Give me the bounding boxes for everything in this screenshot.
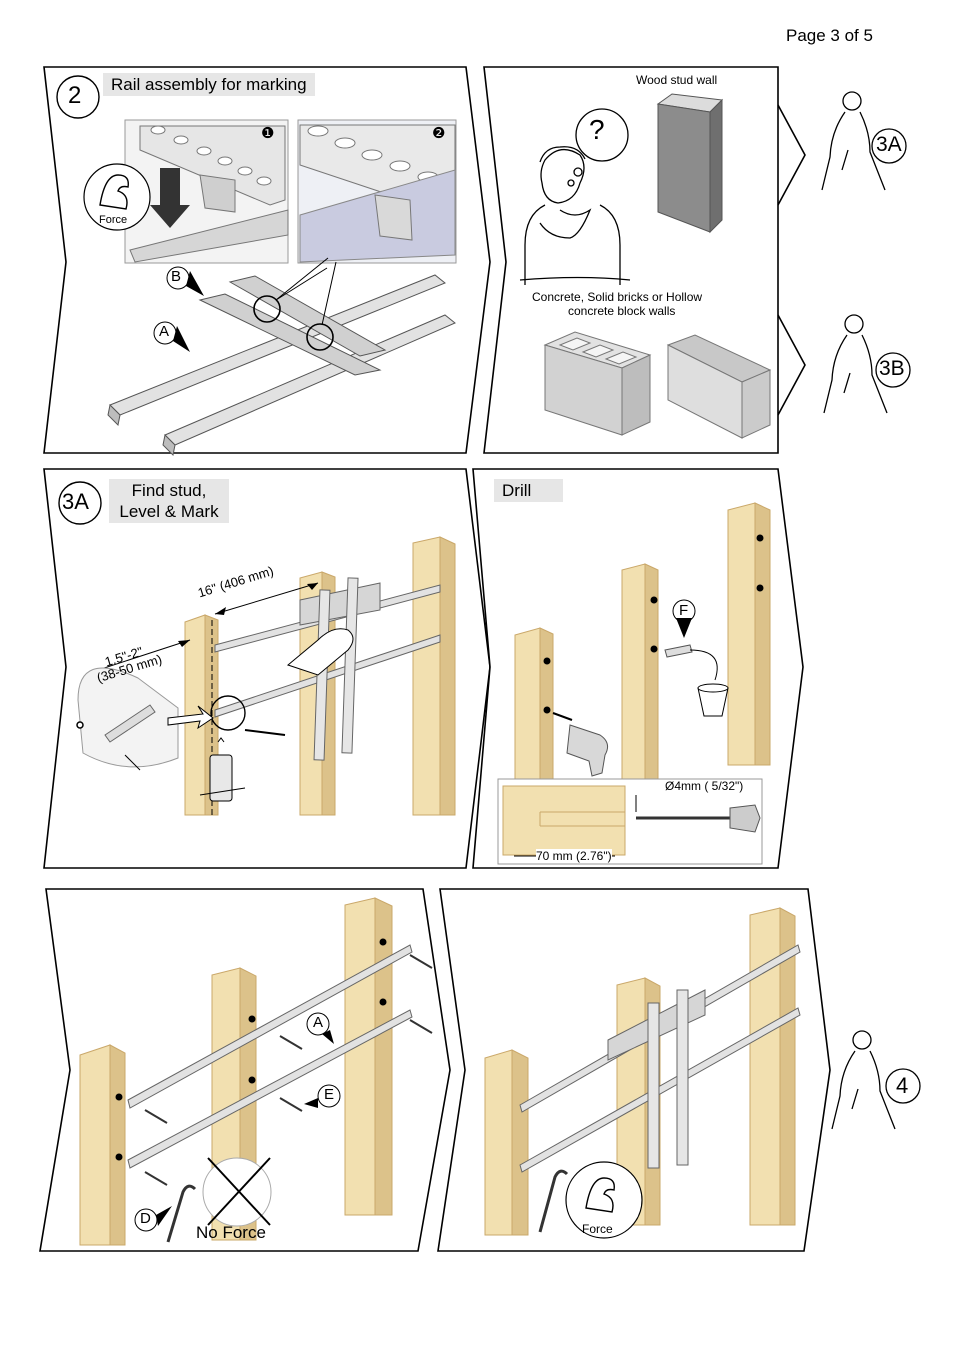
step3a-title-line2: Level & Mark <box>119 502 219 521</box>
detail1-marker: ❶ <box>261 125 275 142</box>
callout-a-rails: A <box>313 1014 324 1031</box>
callout-d: D <box>140 1210 151 1227</box>
rails-attach-drawing <box>519 944 801 1173</box>
dimension-stud-spacing: 16" (406 mm) <box>196 563 276 601</box>
step2-number: 2 <box>68 82 82 109</box>
drill-title: Drill <box>494 479 563 502</box>
go-to-3a: 3A <box>876 133 902 156</box>
detail2-marker: ❷ <box>432 125 446 142</box>
callout-b: B <box>171 268 182 285</box>
thinking-man-drawing <box>519 108 631 285</box>
drill-bit-size: Ø4mm ( 5/32") <box>665 779 744 793</box>
step3a-title-line1: Find stud, <box>131 481 207 500</box>
solid-block-drawing <box>666 334 772 439</box>
step3a-number: 3A <box>62 489 89 514</box>
no-force-label: No Force <box>196 1223 266 1242</box>
wood-stud-drawing <box>656 93 724 234</box>
go-to-3b: 3B <box>879 357 905 380</box>
studs-mount-drawing <box>79 897 393 1246</box>
detail2-drawing <box>299 124 456 263</box>
page-number: Page 3 of 5 <box>786 26 873 45</box>
step2-title: Rail assembly for marking <box>103 73 315 96</box>
drill-depth: 70 mm (2.76") <box>536 849 612 863</box>
step3a-title: Find stud, Level & Mark <box>109 479 229 523</box>
detail1-drawing <box>129 125 289 263</box>
concrete-label-line2: concrete block walls <box>568 304 676 318</box>
studs-drill-drawing <box>514 502 771 781</box>
hollow-block-drawing <box>543 331 652 436</box>
callout-a: A <box>159 323 170 340</box>
step2-force-label: Force <box>99 214 128 226</box>
question-mark: ? <box>589 114 605 145</box>
concrete-label-line1: Concrete, Solid bricks or Hollow <box>532 290 703 304</box>
wood-stud-label: Wood stud wall <box>636 73 718 87</box>
callout-e: E <box>324 1086 335 1103</box>
go-to-4: 4 <box>896 1073 909 1098</box>
rails-3a-drawing <box>214 577 441 761</box>
rail-assembly-drawing <box>107 274 456 457</box>
rails-mount-drawing <box>127 944 413 1169</box>
callout-f: F <box>679 602 689 619</box>
studs-attach-drawing <box>484 907 796 1236</box>
attach-force-label: Force <box>582 1222 613 1236</box>
